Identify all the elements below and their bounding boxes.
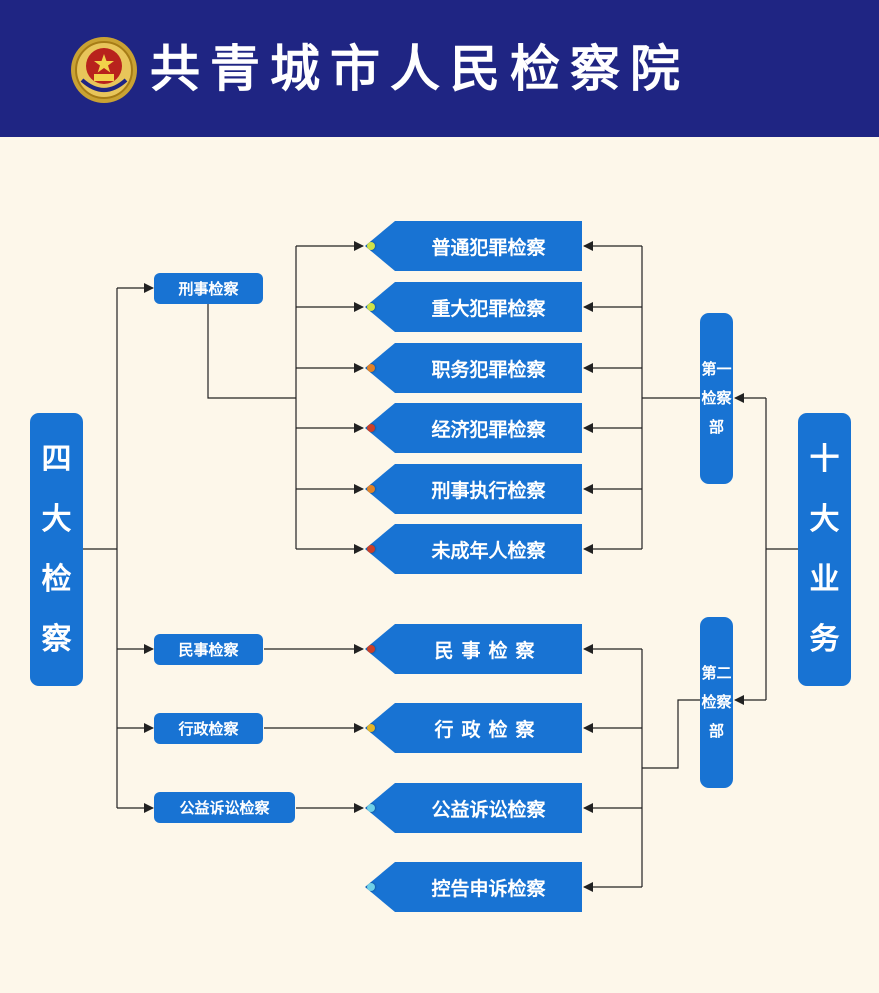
business-major-crime: 重大犯罪检察: [365, 282, 582, 332]
business-complaint-appeal: 控告申诉检察: [365, 862, 582, 912]
business-public-interest: 公益诉讼检察: [365, 783, 582, 833]
dot-icon: [367, 804, 375, 812]
business-juvenile: 未成年人检察: [365, 524, 582, 574]
department-first: 第一检察部: [700, 313, 733, 484]
right-main-box: 十大业务: [798, 413, 851, 686]
left-main-box: 四大检察: [30, 413, 83, 686]
business-administrative: 行政检察: [365, 703, 582, 753]
business-duty-crime: 职务犯罪检察: [365, 343, 582, 393]
procuratorate-emblem-icon: [71, 37, 137, 103]
dot-icon: [367, 485, 375, 493]
business-ordinary-crime: 普通犯罪检察: [365, 221, 582, 271]
header-banner: 共青城市人民检察院: [0, 0, 879, 137]
category-criminal: 刑事检察: [154, 273, 263, 304]
dot-icon: [367, 242, 375, 250]
dot-icon: [367, 424, 375, 432]
page-title: 共青城市人民检察院: [150, 40, 690, 98]
business-civil: 民事检察: [365, 624, 582, 674]
dot-icon: [367, 645, 375, 653]
business-economic-crime: 经济犯罪检察: [365, 403, 582, 453]
dot-icon: [367, 545, 375, 553]
dot-icon: [367, 303, 375, 311]
category-public-interest: 公益诉讼检察: [154, 792, 295, 823]
category-administrative: 行政检察: [154, 713, 263, 744]
dot-icon: [367, 883, 375, 891]
dot-icon: [367, 724, 375, 732]
business-criminal-execution: 刑事执行检察: [365, 464, 582, 514]
dot-icon: [367, 364, 375, 372]
department-second: 第二检察部: [700, 617, 733, 788]
category-civil: 民事检察: [154, 634, 263, 665]
